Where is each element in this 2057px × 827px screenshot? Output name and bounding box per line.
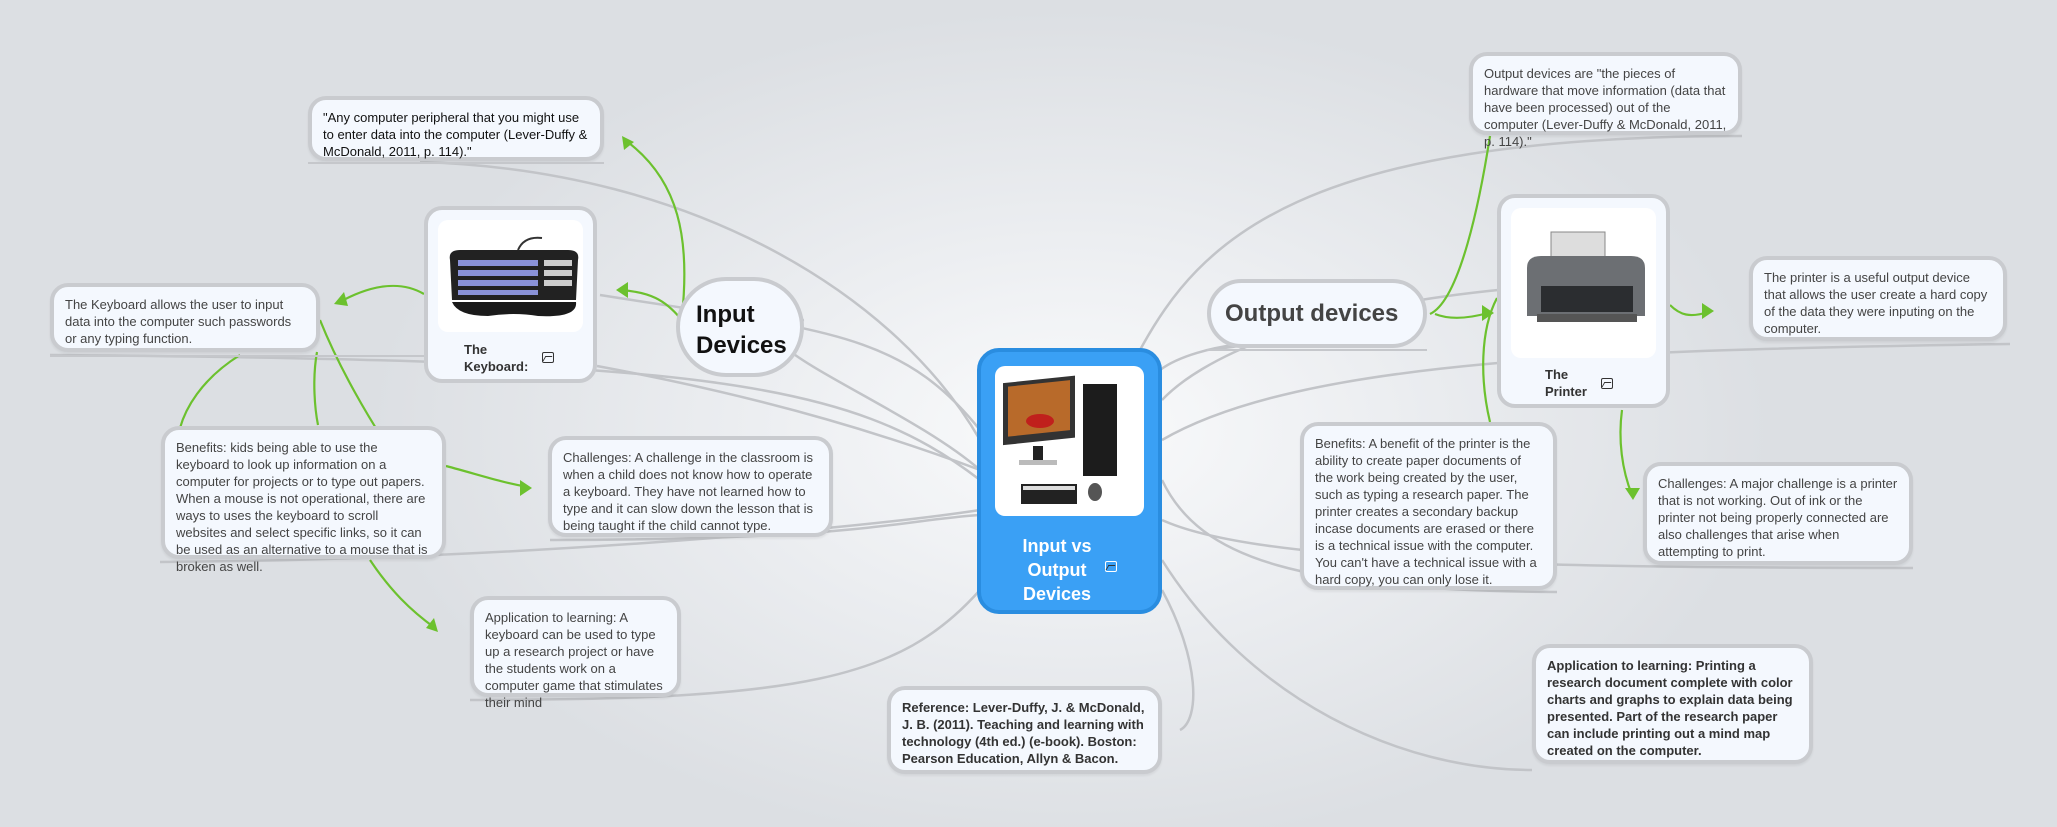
input-devices-topic[interactable]: Input Devices <box>676 277 804 377</box>
printer-caption: Printer <box>1545 384 1587 399</box>
central-topic[interactable]: Input vs Output Devices <box>977 348 1162 614</box>
central-title-line: Devices <box>1022 584 1092 604</box>
input-title-line: Input <box>696 301 755 328</box>
central-title-line: Input vs <box>1022 536 1092 556</box>
image-icon[interactable] <box>1601 378 1613 389</box>
output-definition-note[interactable]: Output devices are "the pieces of hardwa… <box>1469 52 1742 149</box>
printer-image <box>1511 208 1656 358</box>
input-title-line: Devices <box>696 332 787 359</box>
keyboard-node[interactable]: The Keyboard: <box>424 206 597 383</box>
input-definition-note[interactable]: "Any computer peripheral that you might … <box>308 96 604 161</box>
printer-application-note[interactable]: Application to learning: Printing a rese… <box>1532 644 1813 764</box>
printer-caption: The <box>1545 367 1569 382</box>
computer-image <box>995 366 1144 516</box>
printer-description-note[interactable]: The printer is a useful output device th… <box>1749 256 2007 341</box>
keyboard-caption: Keyboard: <box>464 359 529 374</box>
printer-benefits-note[interactable]: Benefits: A benefit of the printer is th… <box>1300 422 1557 590</box>
reference-note[interactable]: Reference: Lever-Duffy, J. & McDonald, J… <box>887 686 1162 774</box>
printer-challenges-note[interactable]: Challenges: A major challenge is a print… <box>1643 462 1913 565</box>
central-title-line: Output <box>1027 560 1087 580</box>
keyboard-image <box>438 220 583 332</box>
keyboard-caption: The <box>464 342 488 357</box>
printer-node[interactable]: The Printer <box>1497 194 1670 408</box>
image-icon[interactable] <box>542 352 554 363</box>
output-devices-topic[interactable]: Output devices <box>1207 279 1427 348</box>
keyboard-description-note[interactable]: The Keyboard allows the user to input da… <box>50 283 320 352</box>
keyboard-benefits-note[interactable]: Benefits: kids being able to use the key… <box>161 426 446 574</box>
image-icon[interactable] <box>1105 561 1117 572</box>
keyboard-challenges-note[interactable]: Challenges: A challenge in the classroom… <box>548 436 833 537</box>
keyboard-application-note[interactable]: Application to learning: A keyboard can … <box>470 596 681 710</box>
